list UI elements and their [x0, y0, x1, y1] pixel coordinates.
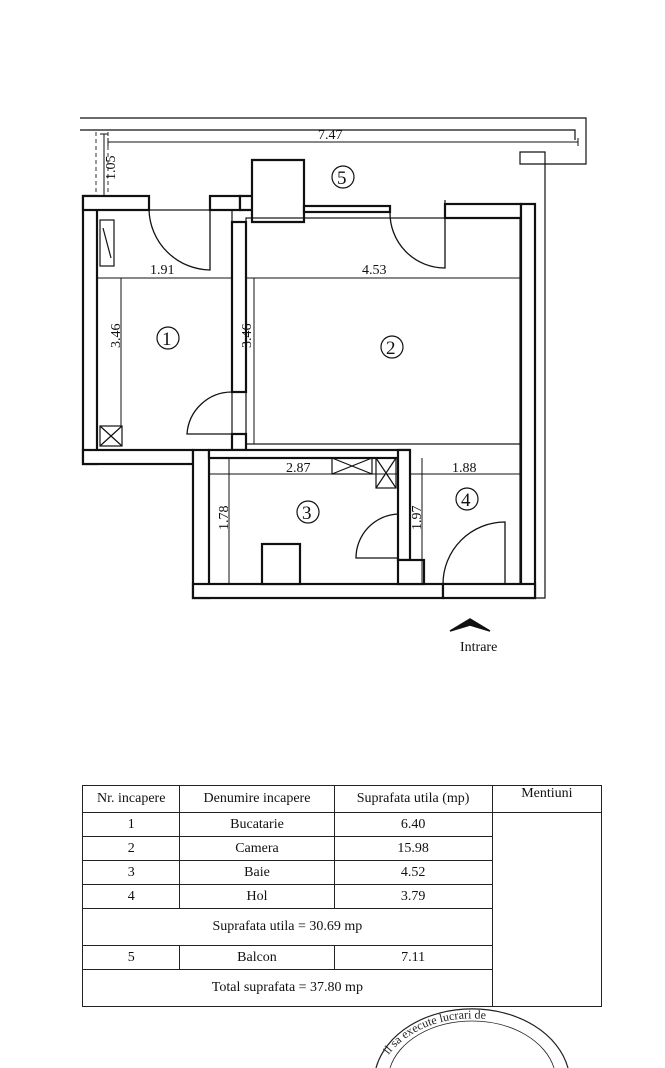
row-name: Bucatarie	[179, 812, 335, 837]
row-name: Hol	[179, 884, 335, 909]
room-number-4: 4	[455, 487, 479, 511]
dim-bath-depth: 1.78	[217, 506, 232, 531]
svg-text:3: 3	[302, 503, 312, 524]
svg-text:1: 1	[162, 329, 172, 350]
header-mentions: Mentiuni	[491, 785, 603, 813]
balcony-outline	[80, 117, 587, 599]
dim-bath-width: 2.87	[286, 461, 311, 476]
row-area: 3.79	[333, 884, 493, 909]
svg-text:2: 2	[386, 338, 396, 359]
row-area: 6.40	[333, 812, 493, 837]
header-name: Denumire incapere	[179, 785, 335, 813]
row-nr: 3	[81, 860, 181, 885]
dim-hall-depth: 1.97	[410, 506, 425, 531]
dim-kitchen-depth: 3.46	[109, 324, 124, 349]
row-name: Baie	[179, 860, 335, 885]
dim-room-depth: 3.46	[240, 324, 255, 349]
dim-kitchen-width: 1.91	[150, 263, 175, 278]
area-table: Nr. incapere Denumire incapere Suprafata…	[81, 785, 603, 1007]
row-name: Balcon	[179, 945, 335, 970]
balcony-row: 5 Balcon 7.11	[81, 945, 602, 970]
room-number-3: 3	[296, 500, 320, 524]
header-area: Suprafata utila (mp)	[333, 785, 493, 813]
room-number-2: 2	[380, 335, 404, 359]
row-area: 4.52	[333, 860, 493, 885]
dim-room-width: 4.53	[362, 263, 387, 278]
header-nr: Nr. incapere	[81, 785, 181, 813]
usable-area-total: Suprafata utila = 30.69 mp	[82, 908, 493, 946]
room-number-5: 5	[331, 165, 355, 189]
dim-balcony-depth: 1.05	[104, 156, 119, 181]
table-row: 1 Bucatarie 6.40	[81, 812, 603, 1007]
table-row: 4 Hol 3.79	[81, 884, 602, 909]
table-header-row: Nr. incapere Denumire incapere Suprafata…	[81, 785, 603, 813]
official-stamp: il sa execute lucrari de	[375, 1007, 569, 1068]
svg-text:il sa execute lucrari de: il sa execute lucrari de	[380, 1007, 487, 1056]
row-area: 7.11	[333, 945, 493, 970]
row-nr: 5	[81, 945, 181, 970]
entrance-label: Intrare	[460, 640, 497, 655]
dim-hall-width: 1.88	[452, 461, 477, 476]
area-table-wrapper: Nr. incapere Denumire incapere Suprafata…	[81, 785, 603, 1007]
room-number-1: 1	[156, 326, 180, 350]
outer-walls	[81, 158, 537, 600]
dimension-lines	[97, 133, 579, 584]
inner-lines	[96, 209, 522, 585]
row-name: Camera	[179, 836, 335, 861]
mentions-cell	[491, 812, 603, 1007]
svg-text:4: 4	[461, 490, 471, 511]
fixtures	[99, 219, 397, 489]
table-row: 2 Camera 15.98	[81, 836, 602, 861]
floor-plan: 7.47 1.05 1.91 4.53 3.46 3.46 2.87 1.88 …	[80, 117, 587, 655]
dim-balcony-length: 7.47	[318, 128, 343, 143]
row-nr: 1	[81, 812, 181, 837]
row-nr: 4	[81, 884, 181, 909]
svg-text:5: 5	[337, 168, 347, 189]
total-area-row: Total suprafata = 37.80 mp	[82, 969, 602, 1007]
total-area: Total suprafata = 37.80 mp	[82, 969, 493, 1007]
row-nr: 2	[81, 836, 181, 861]
door-swings	[148, 200, 506, 585]
entrance-arrow-icon	[449, 618, 491, 632]
row-area: 15.98	[333, 836, 493, 861]
